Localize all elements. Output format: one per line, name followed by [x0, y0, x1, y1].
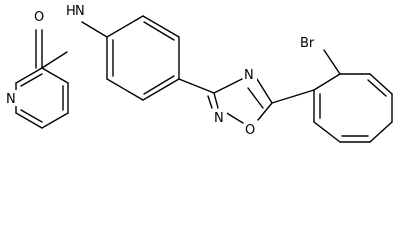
oxadiazole-n2-label: N	[214, 111, 224, 126]
bromine-label: Br	[300, 36, 315, 51]
bonds	[15, 15, 393, 143]
molecule-structure: O H N N N N O Br	[5, 2, 393, 143]
pyridine-nitrogen-label: N	[6, 92, 16, 107]
oxadiazole-n4-label: N	[244, 68, 254, 83]
atom-labels: O H N N N N O Br	[5, 2, 322, 138]
carbonyl-oxygen-label: O	[34, 10, 44, 25]
amide-hydrogen-label: H	[66, 4, 76, 19]
oxadiazole-o1-label: O	[245, 123, 255, 138]
amide-nitrogen-label: N	[75, 4, 85, 19]
